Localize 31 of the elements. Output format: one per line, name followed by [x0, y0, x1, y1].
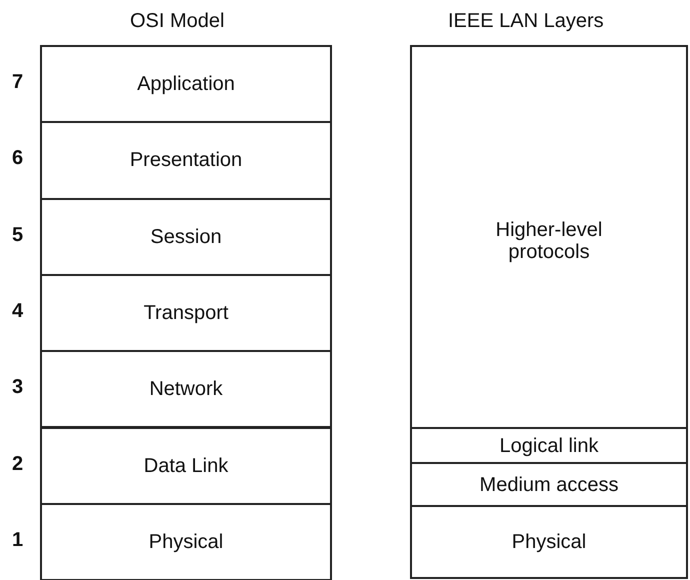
layer-number: 2: [12, 452, 24, 476]
layer-name: Network: [149, 378, 223, 400]
layer-box: [40, 198, 332, 276]
layer-number: 5: [12, 224, 24, 247]
layer-box: [410, 427, 688, 464]
layer-box: [410, 505, 688, 579]
layer-box: [40, 350, 332, 428]
layer-name: Physical: [512, 531, 586, 553]
layer-name: Medium access: [480, 474, 618, 496]
layer-box: [410, 462, 688, 507]
column-heading: IEEE LAN Layers: [448, 10, 604, 33]
layer-box: [40, 121, 332, 200]
layer-number: 1: [12, 528, 24, 552]
layer-number: 7: [12, 71, 24, 94]
layer-number: 3: [12, 376, 24, 400]
layer-name: Session: [150, 226, 222, 248]
layer-name: Transport: [144, 302, 228, 324]
layer-box: [40, 426, 332, 505]
layer-name: Logical link: [500, 434, 598, 456]
layer-name: Presentation: [130, 149, 242, 172]
layer-name: Physical: [148, 530, 224, 553]
layer-box: [40, 45, 332, 124]
layer-box: [40, 502, 332, 580]
layer-name: Data Link: [144, 454, 228, 477]
column-heading: OSI Model: [130, 10, 224, 33]
layer-box: [40, 274, 332, 352]
layer-box: [410, 45, 688, 429]
layer-number: 4: [12, 300, 24, 324]
layer-name: Higher-level protocols: [494, 219, 604, 263]
layer-number: 6: [12, 147, 24, 170]
layer-name: Application: [137, 73, 235, 96]
